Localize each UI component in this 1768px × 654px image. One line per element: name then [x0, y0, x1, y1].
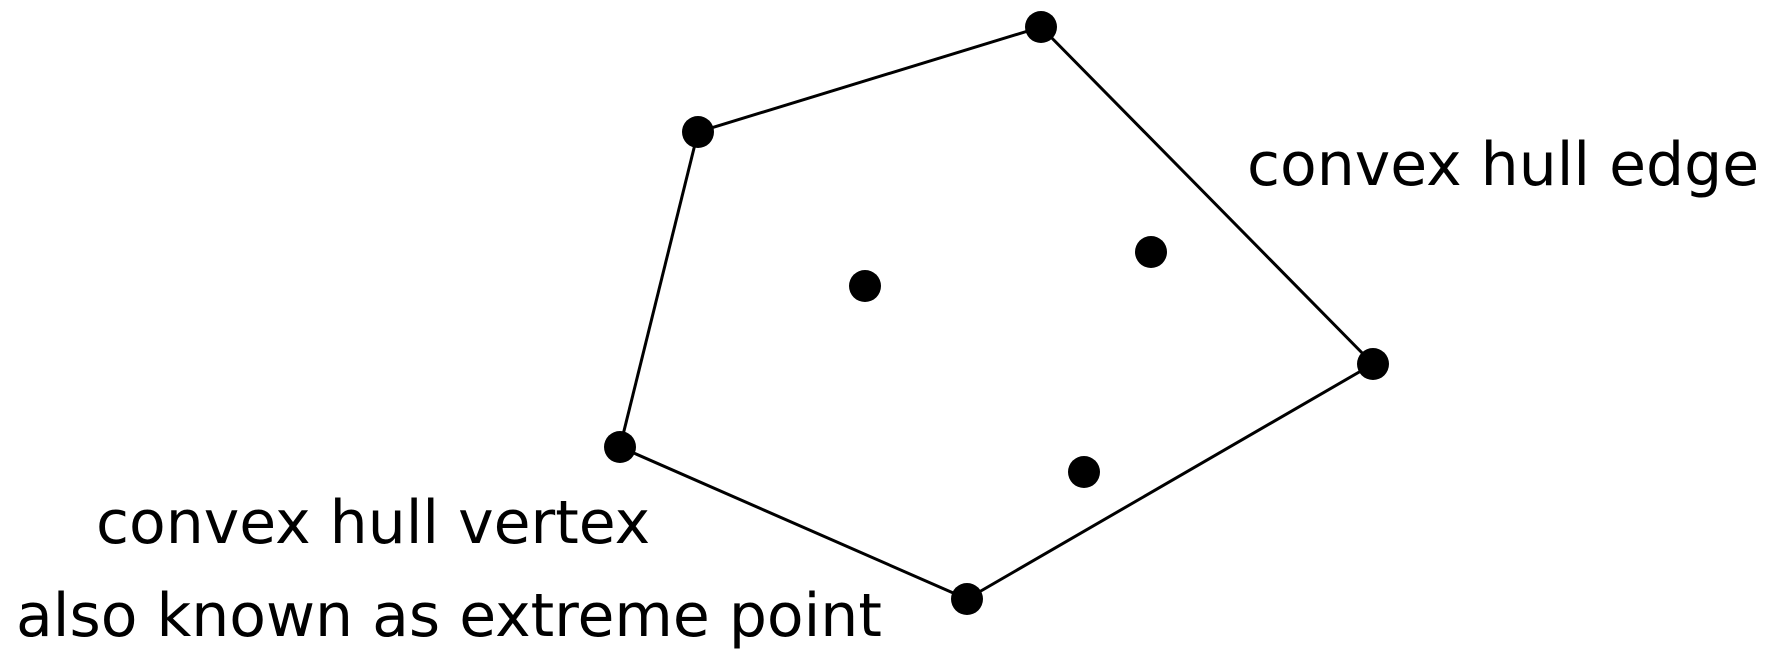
interior-points: [849, 236, 1167, 488]
hull-edge: [618, 131, 700, 448]
hull-vertex: [1025, 11, 1057, 43]
hull-edge: [1039, 25, 1375, 366]
extreme-point-label: also known as extreme point: [16, 581, 882, 651]
hull-edge: [697, 25, 1042, 134]
hull-vertex: [1357, 348, 1389, 380]
hull-vertex: [682, 116, 714, 148]
interior-point: [1068, 456, 1100, 488]
hull-edges: [618, 25, 1375, 601]
edge-label: convex hull edge: [1247, 130, 1759, 200]
hull-edge: [966, 362, 1374, 601]
vertex-label: convex hull vertex: [96, 488, 650, 558]
hull-vertex: [951, 583, 983, 615]
hull-edge: [619, 445, 968, 601]
hull-vertex: [604, 431, 636, 463]
interior-point: [849, 270, 881, 302]
hull-vertices: [604, 11, 1389, 615]
interior-point: [1135, 236, 1167, 268]
